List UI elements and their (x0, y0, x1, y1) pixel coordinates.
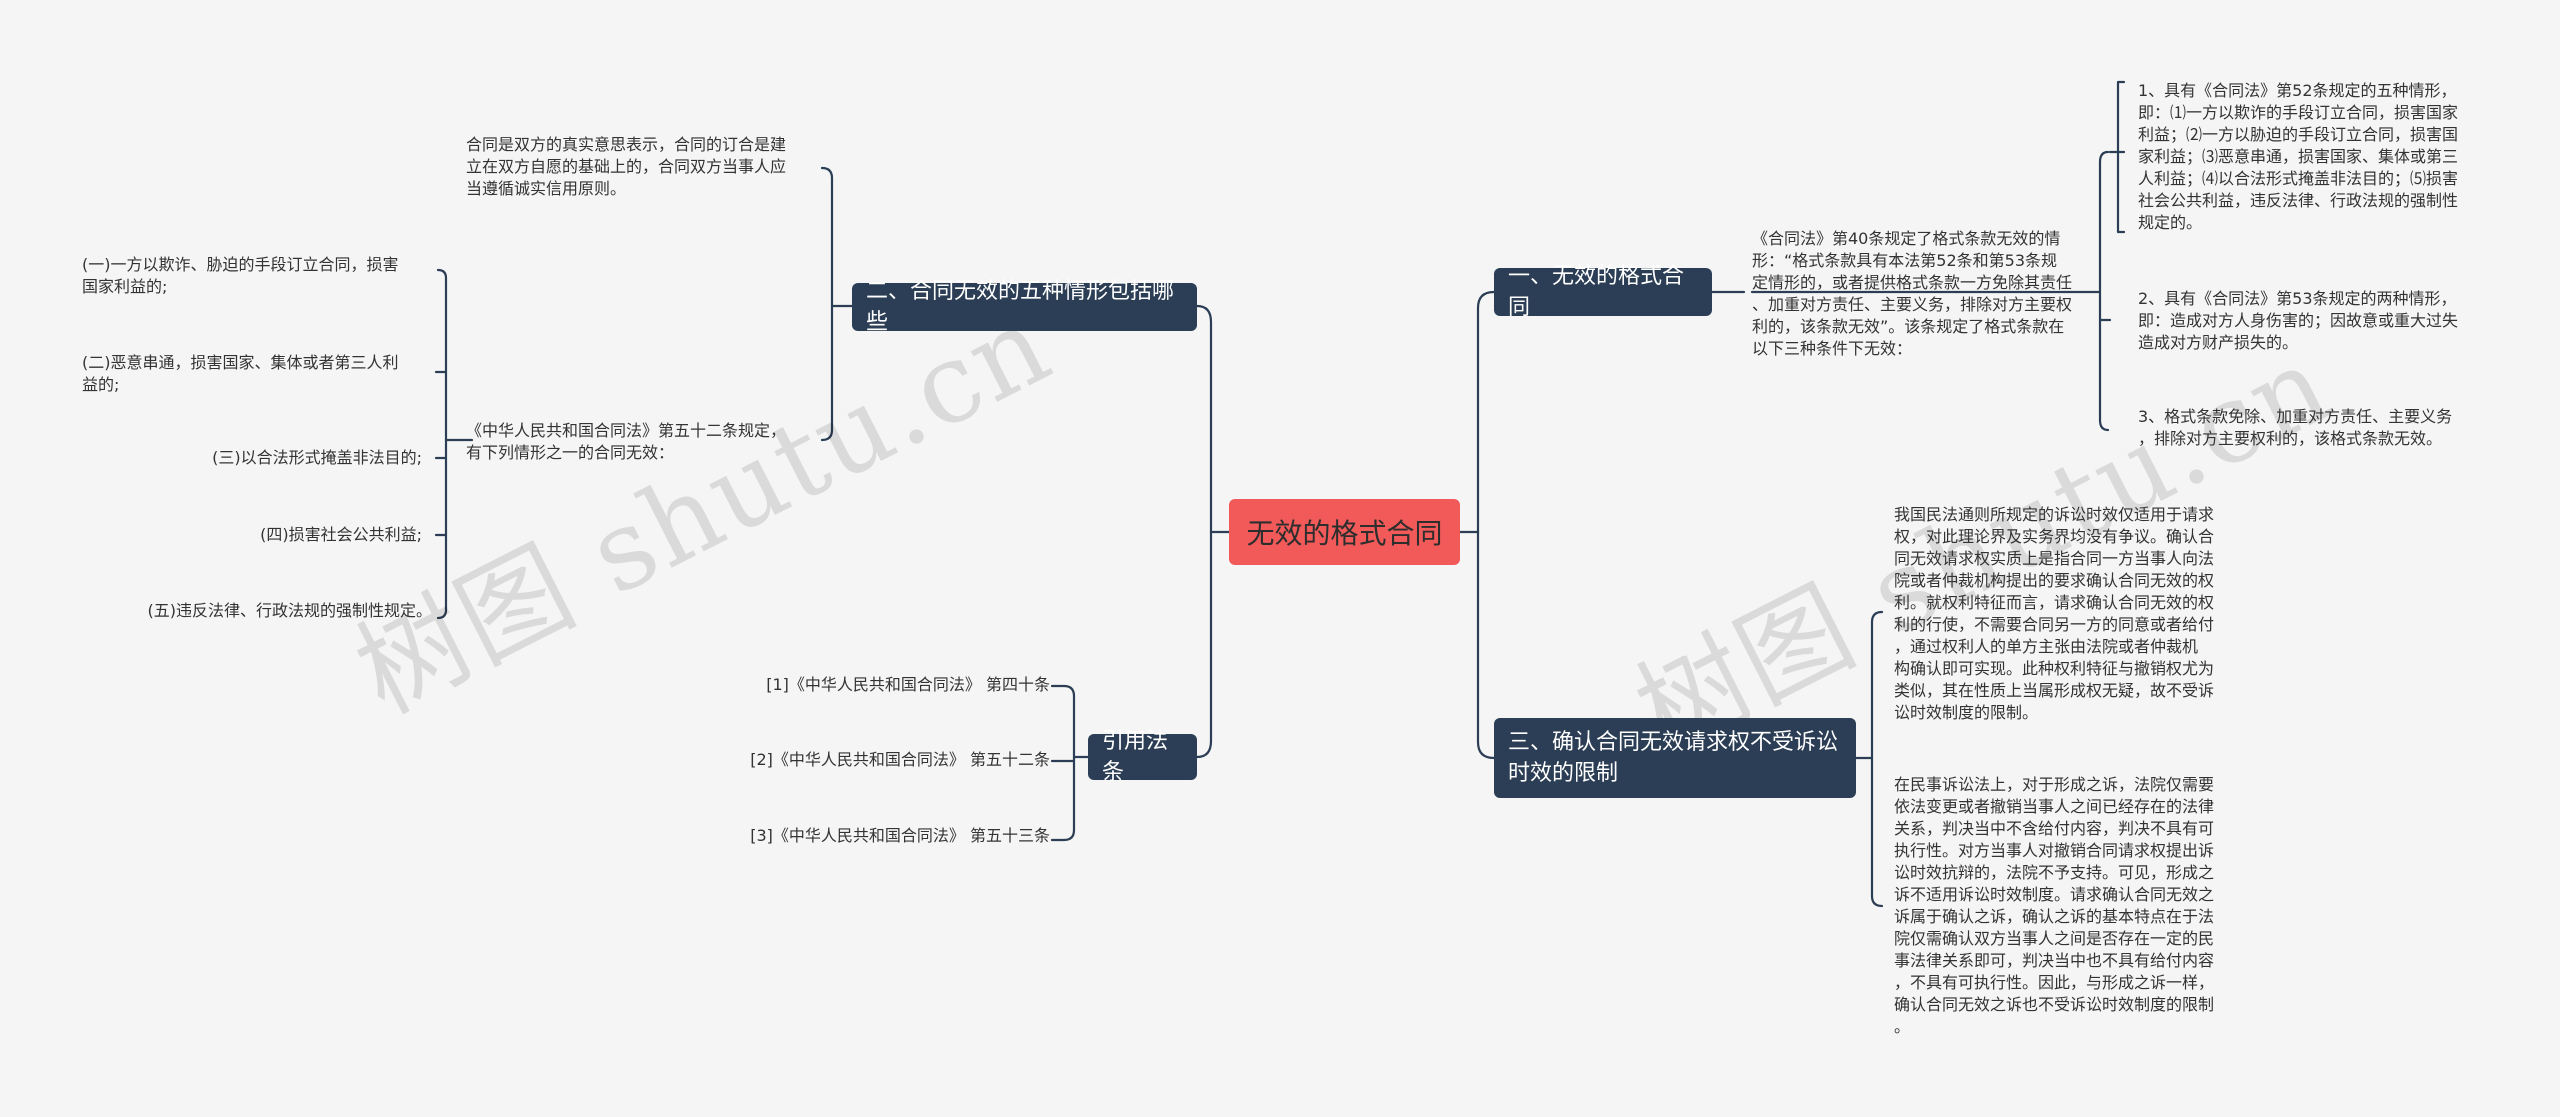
link-b2-sub (434, 268, 474, 620)
b2-subitem-5: (五)违反法律、行政法规的强制性规定。 (147, 601, 433, 620)
b1-item-2: 2、具有《合同法》第53条规定的两种情形， 即：造成对方人身伤害的；因故意或重大… (2138, 289, 2459, 352)
link-root-b3 (1476, 530, 1496, 760)
branch-statute-limitation[interactable]: 三、确认合同无效请求权不受诉讼 时效的限制 (1494, 718, 1856, 798)
link-b4 (1062, 684, 1090, 842)
link-b1-item1 (2108, 80, 2126, 234)
branch-invalid-format-contract[interactable]: 一、无效的格式合同 (1494, 264, 1712, 320)
b2-item-principle: 合同是双方的真实意思表示，合同的订合是建 立在双方自愿的基础上的，合同双方当事人… (466, 135, 787, 198)
root-node[interactable]: 无效的格式合同 (1229, 499, 1460, 565)
b2-subitem-1: (一)一方以欺诈、胁迫的手段订立合同，损害 国家利益的; (82, 255, 399, 296)
link-b4-ends (1050, 684, 1066, 842)
link-root-b2 (1195, 304, 1231, 534)
b3-paragraph-1: 我国民法通则所规定的诉讼时效仅适用于请求 权，对此理论界及实务界均没有争议。确认… (1894, 505, 2215, 722)
link-b3 (1854, 610, 1884, 908)
b2-item-article52: 《中华人民共和国合同法》第五十二条规定， 有下列情形之一的合同无效： (466, 421, 787, 462)
b2-subitem-4: (四)损害社会公共利益; (260, 525, 422, 544)
branch-five-invalid-situations[interactable]: 二、合同无效的五种情形包括哪些 (852, 279, 1197, 335)
b1-intro-text: 《合同法》第40条规定了格式条款无效的情 形：“格式条款具有本法第52条和第53… (1752, 229, 2073, 358)
b1-item-1: 1、具有《合同法》第52条规定的五种情形， 即：⑴一方以欺诈的手段订立合同，损害… (2138, 81, 2459, 232)
link-b1-items (1750, 150, 2112, 432)
branch-cited-laws[interactable]: 引用法条 (1088, 729, 1197, 785)
cited-law-1[interactable]: [1]《中华人民共和国合同法》 第四十条 (766, 675, 1050, 694)
b2-subitem-3: (三)以合法形式掩盖非法目的; (212, 448, 422, 467)
cited-law-2[interactable]: [2]《中华人民共和国合同法》 第五十二条 (750, 750, 1050, 769)
b2-subitem-2: (二)恶意串通，损害国家、集体或者第三人利 益的; (82, 353, 399, 394)
cited-law-3[interactable]: [3]《中华人民共和国合同法》 第五十三条 (750, 826, 1050, 845)
link-b2 (820, 166, 854, 442)
b1-item-3: 3、格式条款免除、加重对方责任、主要义务 ，排除对方主要权利的，该格式条款无效。 (2138, 407, 2453, 448)
link-root-b1 (1458, 290, 1496, 534)
b3-paragraph-2: 在民事诉讼法上，对于形成之诉，法院仅需要 依法变更或者撤销当事人之间已经存在的法… (1894, 775, 2215, 1036)
link-root-b4 (1195, 530, 1213, 759)
